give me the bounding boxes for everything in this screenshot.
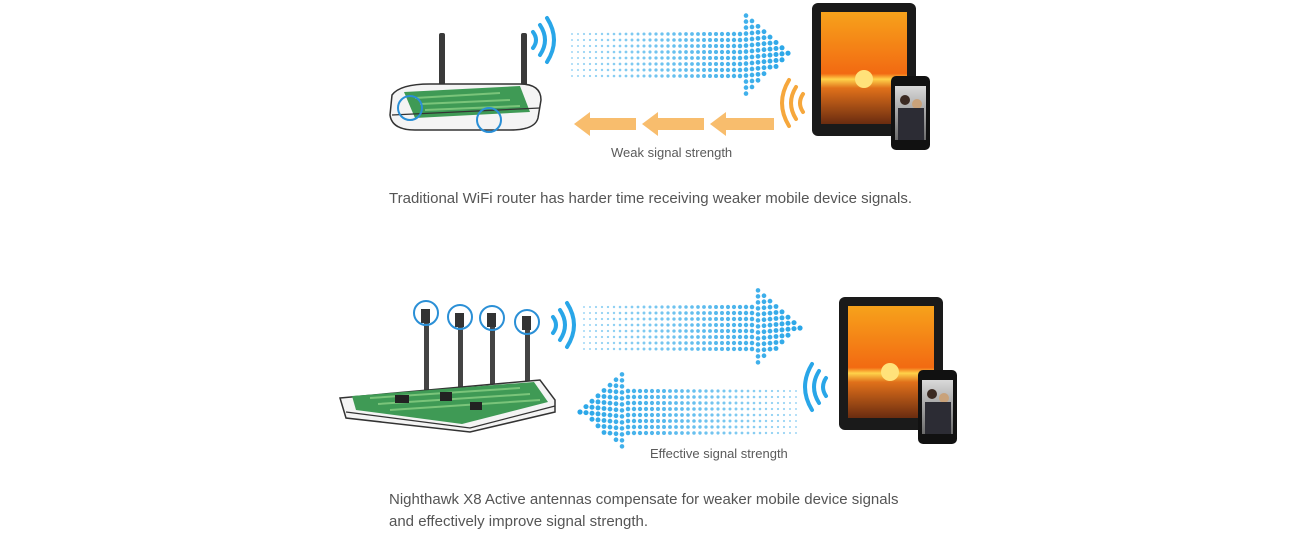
- dotted-arrow-icon: [583, 288, 803, 365]
- highlight-ring: [476, 107, 502, 133]
- highlight-ring: [447, 304, 473, 330]
- wifi-waves-icon: [780, 78, 805, 128]
- phone-icon: [891, 76, 930, 150]
- traditional-caption: Traditional WiFi router has harder time …: [389, 190, 912, 207]
- highlight-ring: [514, 309, 540, 335]
- traditional-router-illustration: [389, 33, 542, 131]
- effective-signal-label: Effective signal strength: [650, 446, 788, 461]
- highlight-ring: [397, 95, 423, 121]
- dotted-arrow-icon: [577, 372, 797, 449]
- highlight-ring: [479, 305, 505, 331]
- nighthawk-caption-line2: and effectively improve signal strength.: [389, 513, 649, 530]
- weak-signal-label: Weak signal strength: [611, 145, 733, 160]
- dotted-arrow-icon: [571, 13, 791, 96]
- wifi-waves-icon: [803, 362, 828, 412]
- wifi-waves-icon: [531, 16, 556, 64]
- phone-icon: [918, 370, 957, 444]
- wifi-waves-icon: [551, 301, 576, 349]
- nighthawk-router-illustration: [339, 309, 556, 433]
- tablet-icon: [812, 3, 916, 136]
- weak-signal-arrows: [574, 112, 774, 136]
- nighthawk-caption-line1: Nighthawk X8 Active antennas compensate …: [389, 491, 899, 508]
- highlight-ring: [413, 300, 439, 326]
